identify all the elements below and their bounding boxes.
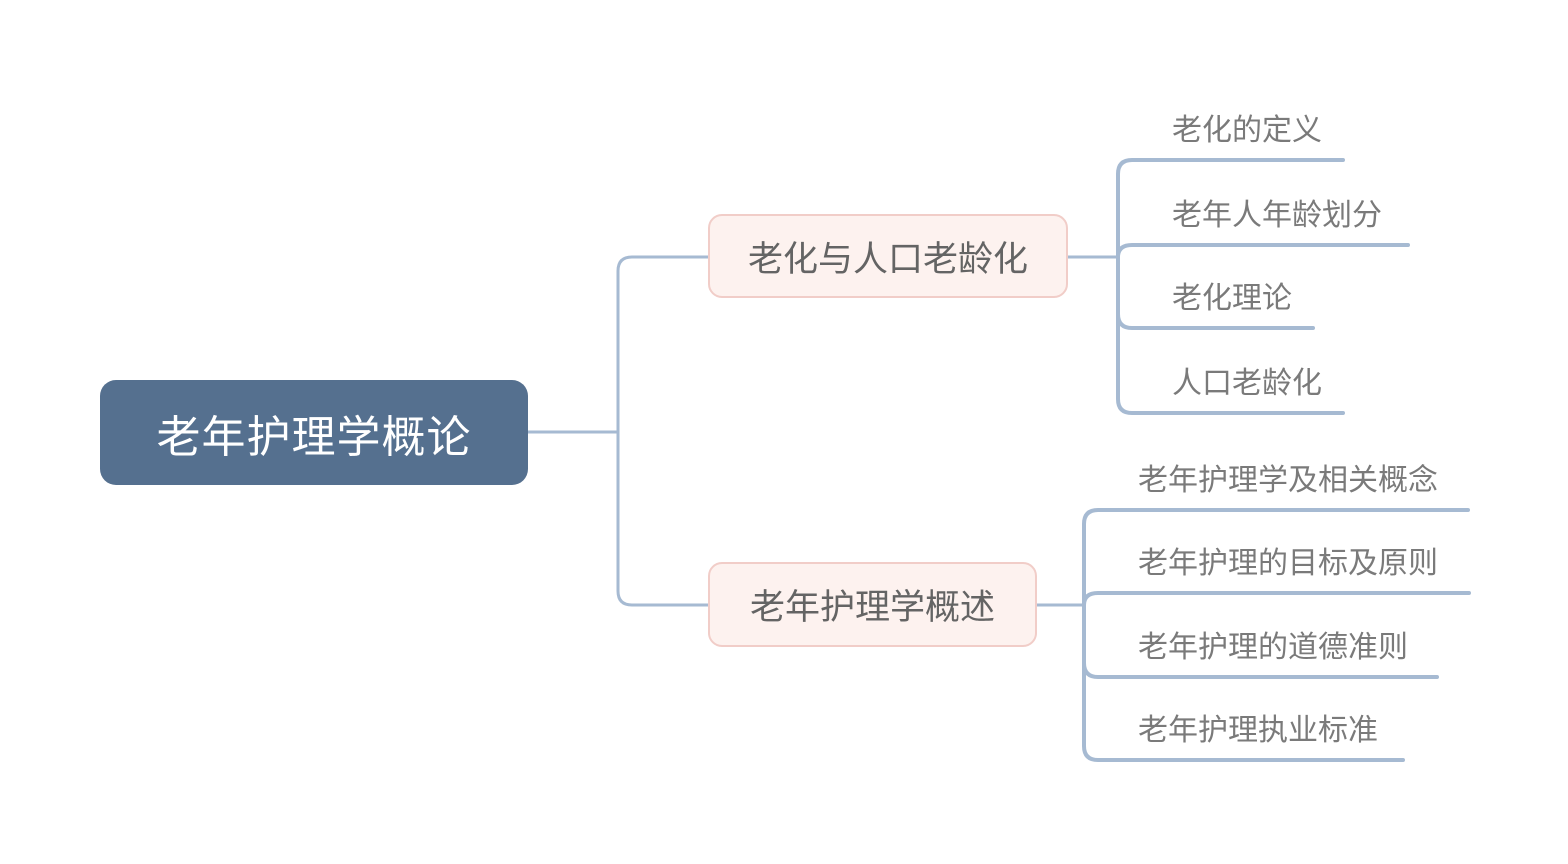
leaf-topic-goals-and-principles[interactable]: 老年护理的目标及原则: [1138, 547, 1438, 580]
leaf-topic-definition-of-aging[interactable]: 老化的定义: [1172, 114, 1322, 147]
branch-topic-aging-and-population-aging[interactable]: 老化与人口老龄化: [708, 214, 1068, 298]
connector-leaf-2-2: [1082, 591, 1471, 607]
connector-root-branch2: [616, 430, 710, 607]
root-topic[interactable]: 老年护理学概论: [100, 380, 528, 485]
leaf-topic-population-aging[interactable]: 人口老龄化: [1172, 367, 1322, 400]
leaf-topic-aging-theories[interactable]: 老化理论: [1172, 282, 1292, 315]
leaf-topic-related-concepts[interactable]: 老年护理学及相关概念: [1138, 464, 1438, 497]
connector-leaf-1-2: [1116, 243, 1410, 259]
branch-topic-gerontological-nursing-overview[interactable]: 老年护理学概述: [708, 562, 1037, 647]
leaf-topic-ethical-guidelines[interactable]: 老年护理的道德准则: [1138, 631, 1408, 664]
leaf-topic-practice-standards[interactable]: 老年护理执业标准: [1138, 714, 1378, 747]
connector-root-branch1: [616, 255, 710, 434]
leaf-topic-elderly-age-classification[interactable]: 老年人年龄划分: [1172, 199, 1382, 232]
